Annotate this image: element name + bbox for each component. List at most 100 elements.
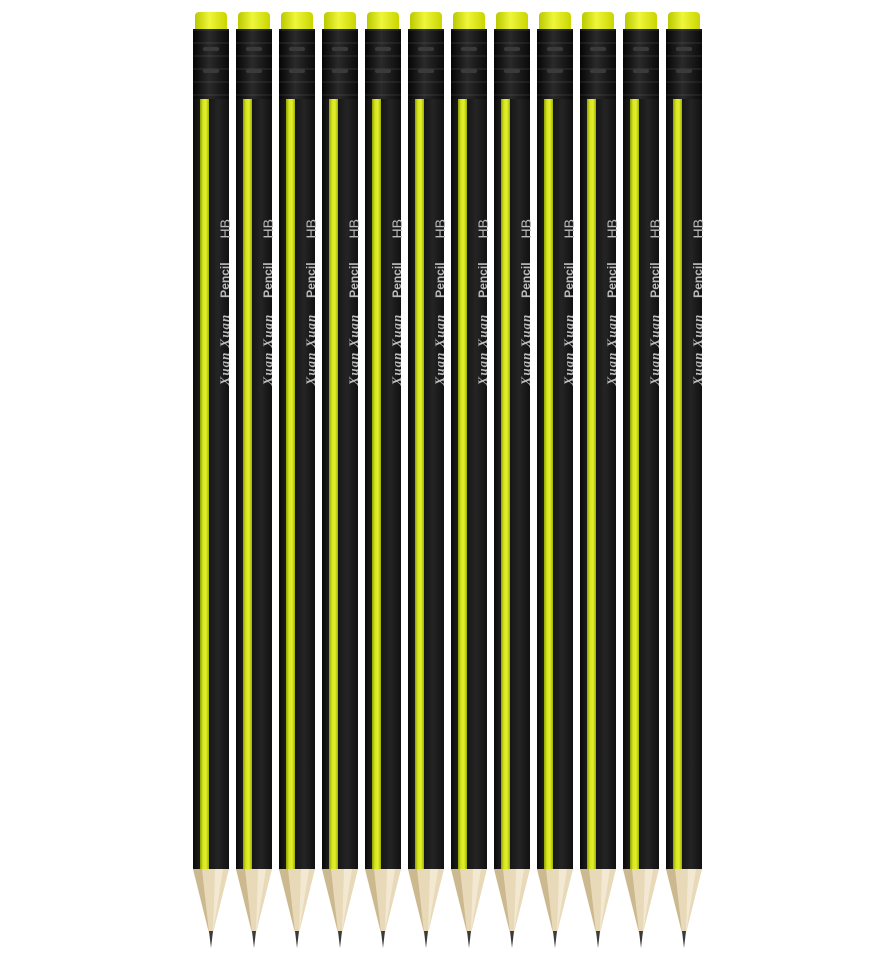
pencil-ferrule — [537, 29, 573, 99]
pencil-grade: HB — [604, 219, 620, 239]
pencil-eraser — [496, 12, 528, 30]
pencil-5: Xuan Xuan Pencil HB — [365, 12, 405, 948]
pencil-product-word: Pencil — [390, 262, 404, 298]
pencil-wood-highlight — [514, 869, 524, 933]
pencil-brand-script: Xuan Xuan — [690, 313, 705, 386]
pencil-brand-script: Xuan Xuan — [475, 313, 490, 386]
pencil-wood-highlight — [213, 869, 223, 933]
pencil-wood-highlight — [600, 869, 610, 933]
pencil-eraser — [195, 12, 227, 30]
pencil-product-word: Pencil — [519, 262, 533, 298]
pencil-eraser — [367, 12, 399, 30]
pencil-3: Xuan Xuan Pencil HB — [279, 12, 319, 948]
pencil-10: Xuan Xuan Pencil HB — [580, 12, 620, 948]
pencil-barrel: Xuan Xuan Pencil HB — [193, 99, 233, 869]
pencil-imprint: Xuan Xuan Pencil HB — [647, 219, 663, 559]
pencil-wood-shade — [451, 869, 467, 933]
pencil-sharpened-tip — [193, 869, 229, 948]
pencil-eraser — [281, 12, 313, 30]
pencil-product-word: Pencil — [347, 262, 361, 298]
pencil-wood-shade — [236, 869, 252, 933]
pencil-grade: HB — [346, 219, 362, 239]
pencil-product-word: Pencil — [562, 262, 576, 298]
pencil-brand-script: Xuan Xuan — [346, 313, 361, 386]
pencil-ferrule — [408, 29, 444, 99]
pencil-lead-point — [553, 931, 557, 948]
pencil-wood-shade — [623, 869, 639, 933]
pencil-lead-point — [467, 931, 471, 948]
pencil-grade: HB — [475, 219, 491, 239]
pencil-2: Xuan Xuan Pencil HB — [236, 12, 276, 948]
pencil-7: Xuan Xuan Pencil HB — [451, 12, 491, 948]
pencil-wood-shade — [322, 869, 338, 933]
pencil-wood-shade — [494, 869, 510, 933]
pencil-product-word: Pencil — [218, 262, 232, 298]
pencil-wood-shade — [365, 869, 381, 933]
pencil-wood-highlight — [557, 869, 567, 933]
pencil-ferrule — [451, 29, 487, 99]
pencil-imprint: Xuan Xuan Pencil HB — [346, 219, 362, 559]
pencil-barrel: Xuan Xuan Pencil HB — [279, 99, 319, 869]
pencil-sharpened-tip — [623, 869, 659, 948]
pencil-product-word: Pencil — [433, 262, 447, 298]
pencil-sharpened-tip — [494, 869, 530, 948]
pencil-sharpened-tip — [236, 869, 272, 948]
pencil-imprint: Xuan Xuan Pencil HB — [260, 219, 276, 559]
pencil-brand-script: Xuan Xuan — [518, 313, 533, 386]
pencil-lead-point — [596, 931, 600, 948]
pencil-brand-script: Xuan Xuan — [432, 313, 447, 386]
pencil-barrel: Xuan Xuan Pencil HB — [451, 99, 491, 869]
pencil-wood-highlight — [256, 869, 266, 933]
pencil-barrel: Xuan Xuan Pencil HB — [408, 99, 448, 869]
pencil-product-word: Pencil — [605, 262, 619, 298]
pencil-imprint: Xuan Xuan Pencil HB — [690, 219, 706, 559]
pencil-11: Xuan Xuan Pencil HB — [623, 12, 663, 948]
pencil-barrel: Xuan Xuan Pencil HB — [580, 99, 620, 869]
pencil-ferrule — [666, 29, 702, 99]
pencil-wood-shade — [408, 869, 424, 933]
pencil-lead-point — [424, 931, 428, 948]
pencil-product-word: Pencil — [304, 262, 318, 298]
pencil-wood-shade — [279, 869, 295, 933]
pencil-barrel: Xuan Xuan Pencil HB — [365, 99, 405, 869]
pencil-grade: HB — [432, 219, 448, 239]
pencil-brand-script: Xuan Xuan — [604, 313, 619, 386]
pencil-ferrule — [580, 29, 616, 99]
pencil-grade: HB — [260, 219, 276, 239]
pencil-sharpened-tip — [365, 869, 401, 948]
pencil-ferrule — [322, 29, 358, 99]
pencil-brand-script: Xuan Xuan — [389, 313, 404, 386]
pencil-grade: HB — [690, 219, 706, 239]
pencil-6: Xuan Xuan Pencil HB — [408, 12, 448, 948]
pencil-lead-point — [338, 931, 342, 948]
pencil-grade: HB — [389, 219, 405, 239]
pencil-barrel: Xuan Xuan Pencil HB — [537, 99, 577, 869]
pencil-eraser — [625, 12, 657, 30]
pencil-product-word: Pencil — [261, 262, 275, 298]
pencil-wood-highlight — [686, 869, 696, 933]
pencil-lead-point — [252, 931, 256, 948]
pencil-12: Xuan Xuan Pencil HB — [666, 12, 706, 948]
pencil-grade: HB — [561, 219, 577, 239]
pencil-8: Xuan Xuan Pencil HB — [494, 12, 534, 948]
pencil-product-word: Pencil — [476, 262, 490, 298]
pencil-brand-script: Xuan Xuan — [217, 313, 232, 386]
pencil-sharpened-tip — [279, 869, 315, 948]
pencil-wood-highlight — [643, 869, 653, 933]
pencil-grade: HB — [303, 219, 319, 239]
pencil-wood-highlight — [342, 869, 352, 933]
pencil-product-word: Pencil — [648, 262, 662, 298]
pencil-imprint: Xuan Xuan Pencil HB — [561, 219, 577, 559]
pencil-ferrule — [623, 29, 659, 99]
pencil-4: Xuan Xuan Pencil HB — [322, 12, 362, 948]
pencil-eraser — [453, 12, 485, 30]
pencil-imprint: Xuan Xuan Pencil HB — [217, 219, 233, 559]
pencil-sharpened-tip — [537, 869, 573, 948]
pencil-wood-shade — [580, 869, 596, 933]
pencil-wood-highlight — [428, 869, 438, 933]
pencil-brand-script: Xuan Xuan — [260, 313, 275, 386]
pencil-brand-script: Xuan Xuan — [647, 313, 662, 386]
pencil-imprint: Xuan Xuan Pencil HB — [604, 219, 620, 559]
pencil-wood-highlight — [385, 869, 395, 933]
pencil-barrel: Xuan Xuan Pencil HB — [236, 99, 276, 869]
